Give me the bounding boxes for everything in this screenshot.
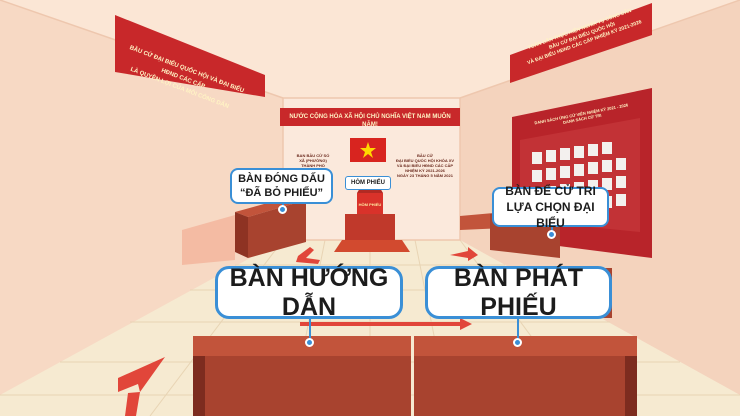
ballot-issue-callout-line: [517, 317, 519, 343]
stamp-callout-line-2: “ĐÃ BỎ PHIẾU”: [239, 187, 324, 199]
stamp-table-callout: BÀN ĐÓNG DẤU “ĐÃ BỎ PHIẾU”: [230, 168, 333, 204]
guidance-callout-line: [309, 317, 311, 343]
notice-line: XÃ (PHƯỜNG): [299, 158, 327, 163]
back-wall-banner: NƯỚC CỘNG HÒA XÃ HỘI CHỦ NGHĨA VIỆT NAM …: [289, 114, 451, 128]
ballot-box-label: HÒM PHIẾU: [358, 202, 382, 207]
voter-choice-callout: BÀN ĐỂ CỬ TRI LỰA CHỌN ĐẠI BIỂU: [492, 184, 609, 230]
notice-line: NHIỆM KỲ 2021-2026: [405, 168, 445, 173]
election-date-notice: BẦU CỬ ĐẠI BIỂU QUỐC HỘI KHÓA XV VÀ ĐẠI …: [392, 153, 458, 178]
stamp-table-pin: [278, 205, 287, 214]
guidance-table-pin: [305, 338, 314, 347]
ballot-issue-table-pin: [513, 338, 522, 347]
notice-line: BAN BẦU CỬ SỐ: [296, 153, 330, 158]
notice-line: ĐẠI BIỂU QUỐC HỘI KHÓA XV: [395, 158, 455, 163]
election-committee-notice: BAN BẦU CỬ SỐ XÃ (PHƯỜNG) THÀNH PHỐ: [290, 153, 336, 168]
stamp-callout-line-1: BÀN ĐÓNG DẤU: [238, 173, 325, 185]
voter-callout-line-1: BÀN ĐỂ CỬ TRI: [505, 184, 596, 198]
guidance-table-callout: BÀN HƯỚNG DẪN: [215, 264, 403, 321]
notice-line: VÀ ĐẠI BIỂU HĐND CÁC CẤP: [396, 163, 454, 168]
voter-callout-line-2: LỰA CHỌN ĐẠI BIỂU: [506, 200, 595, 230]
voter-table-pin: [547, 230, 556, 239]
notice-line: NGÀY 23 THÁNG 5 NĂM 2021: [397, 173, 453, 178]
notice-line: THÀNH PHỐ: [301, 163, 325, 168]
ballot-box-sign: HÒM PHIẾU: [345, 176, 391, 190]
ballot-issue-table-callout: BÀN PHÁT PHIẾU: [425, 264, 612, 321]
notice-line: BẦU CỬ: [417, 153, 433, 158]
